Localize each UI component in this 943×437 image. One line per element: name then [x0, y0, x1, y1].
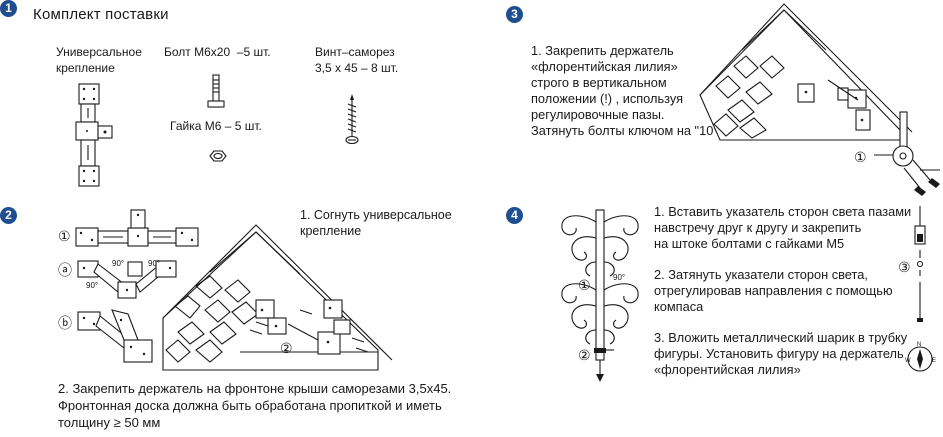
compass-west: W: [905, 358, 911, 364]
step-2-text-2: 2. Закрепить держатель на фронтоне крыши…: [58, 381, 452, 430]
bolt-label: Болт М6х20 –5 шт.: [164, 45, 271, 59]
step-4-text-3: 3. Вложить металлический шарик в трубку …: [654, 330, 908, 377]
variant-b-marker: ⓑ: [58, 315, 72, 331]
step-2-text-1: 1. Согнуть универсальное крепление: [300, 208, 452, 238]
step-3-text: 1. Закрепить держатель «флорентийская ли…: [531, 43, 722, 138]
kit-title: Комплект поставки: [33, 6, 169, 23]
step-2-marker: ②: [280, 340, 293, 356]
mount-label: Универсальное крепление: [56, 45, 142, 75]
step-4-text-1: 1. Вставить указатель сторон света пазам…: [654, 204, 912, 251]
step-3-marker: ①: [854, 149, 867, 165]
variant-a-marker: ⓐ: [58, 262, 72, 278]
nut-label: Гайка М6 – 5 шт.: [170, 119, 262, 133]
variant-1-marker: ①: [58, 228, 71, 244]
step-4-marker-1: ①: [578, 277, 591, 293]
angle-90-label: 90°: [86, 281, 98, 290]
step-4-marker-2: ②: [578, 347, 591, 363]
screw-label: Винт–саморез 3,5 х 45 – 8 шт.: [315, 45, 399, 75]
compass-east: E: [932, 358, 936, 364]
angle-90-label: 90°: [613, 273, 625, 282]
step-3-badge: 3: [506, 6, 523, 23]
angle-90-label: 90°: [112, 259, 124, 268]
angle-90-label: 90°: [148, 259, 160, 268]
step-2-badge: 2: [0, 207, 17, 224]
step-1-badge: 1: [0, 0, 17, 17]
step-4-badge: 4: [506, 207, 523, 224]
step-4-text-2: 2. Затянуть указатели сторон света, отре…: [654, 267, 893, 314]
compass-north: N: [917, 342, 921, 348]
step-4-marker-3: ③: [898, 259, 911, 275]
